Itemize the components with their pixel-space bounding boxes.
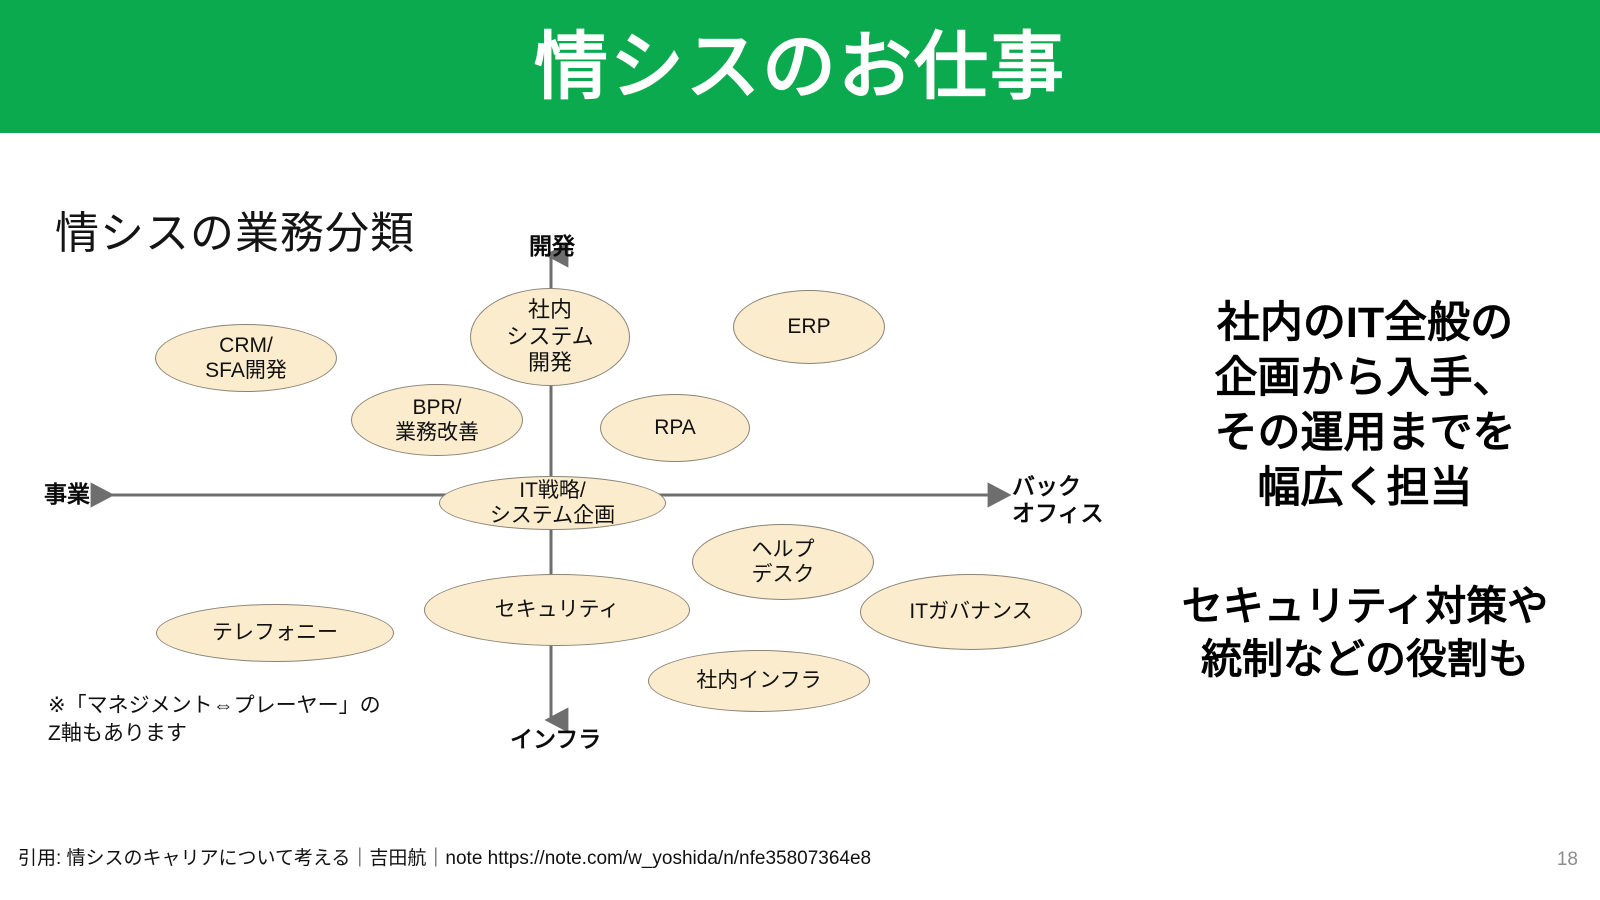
axis-label-top: 開発	[529, 233, 575, 259]
highlight-text-primary: 社内のIT全般の 企画から入手、 その運用までを 幅広く担当	[1214, 299, 1516, 513]
axis-label-left: 事業	[44, 481, 90, 507]
node-erp[interactable]: ERP	[733, 290, 885, 364]
page-title: 情シスのお仕事	[534, 24, 1066, 108]
highlight-text-secondary: セキュリティ対策や 統制などの役割も	[1181, 583, 1549, 683]
node-telephony[interactable]: テレフォニー	[156, 604, 394, 662]
diagram-title: 情シスの業務分類	[55, 209, 415, 258]
axis-label-bottom: インフラ	[510, 726, 602, 752]
node-it-senryaku[interactable]: IT戦略/ システム企画	[439, 476, 666, 530]
node-crm-sfa[interactable]: CRM/ SFA開発	[155, 324, 337, 392]
citation-text: 引用: 情シスのキャリアについて考える｜吉田航｜note https://not…	[18, 848, 872, 869]
node-bpr[interactable]: BPR/ 業務改善	[351, 384, 523, 456]
header-band	[0, 0, 1600, 133]
node-it-governance[interactable]: ITガバナンス	[860, 574, 1082, 650]
diagram-footnote: ※「マネジメント⇔プレーヤー」の Z軸もあります	[48, 694, 381, 746]
node-security[interactable]: セキュリティ	[424, 574, 690, 646]
node-naibu-system[interactable]: 社内 システム 開発	[470, 288, 630, 386]
node-shanai-infra[interactable]: 社内インフラ	[648, 650, 870, 712]
page-number: 18	[1556, 849, 1578, 870]
axis-label-right: バック オフィス	[1012, 473, 1104, 527]
node-rpa[interactable]: RPA	[600, 394, 750, 462]
node-help-desk[interactable]: ヘルプ デスク	[692, 524, 874, 600]
